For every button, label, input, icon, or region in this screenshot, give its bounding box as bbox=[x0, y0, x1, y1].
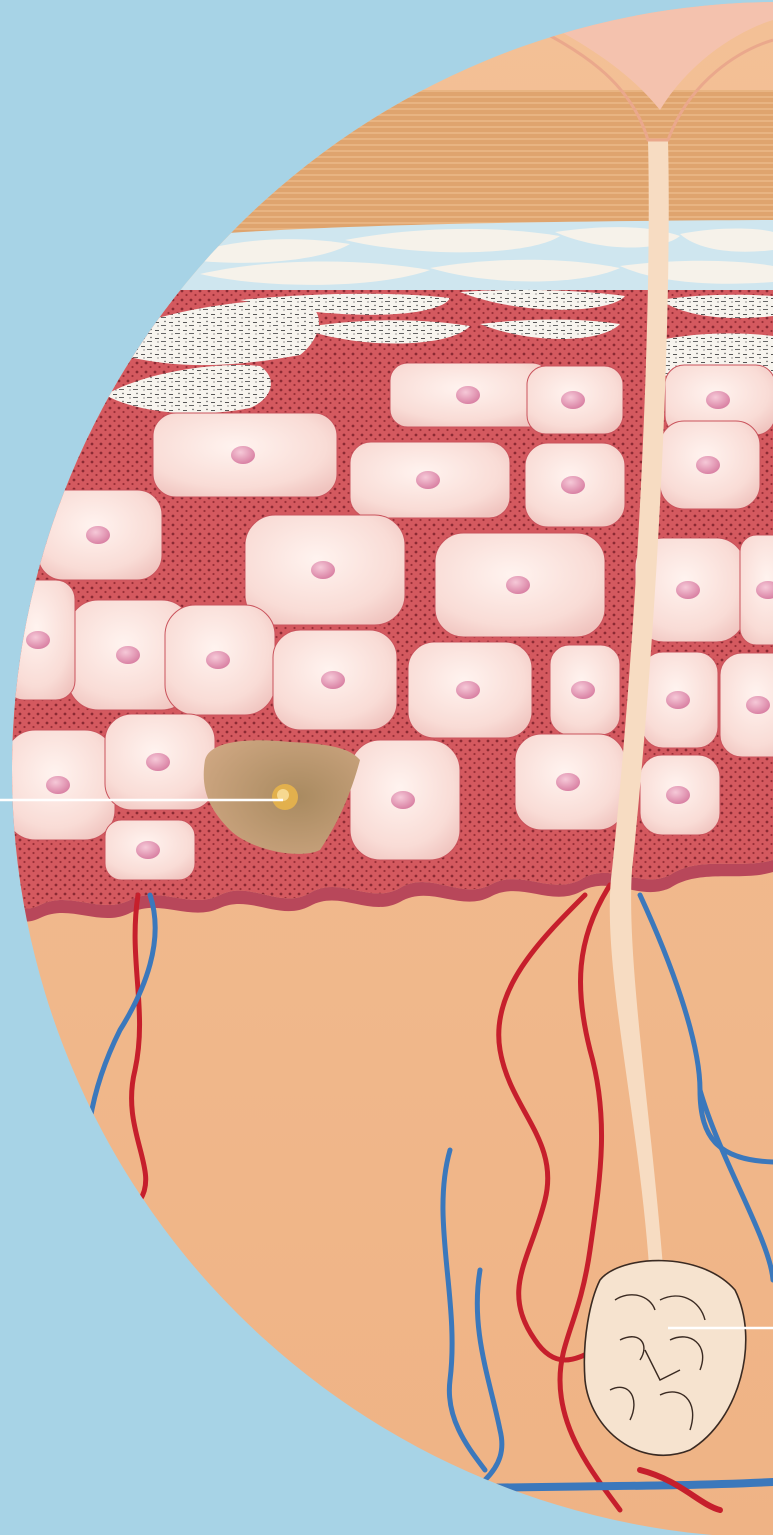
cell-nucleus bbox=[391, 791, 415, 809]
cell-nucleus bbox=[506, 576, 530, 594]
cell-nucleus bbox=[456, 681, 480, 699]
cell-nucleus bbox=[46, 776, 70, 794]
cell-nucleus bbox=[146, 753, 170, 771]
cell-nucleus bbox=[26, 631, 50, 649]
cell-nucleus bbox=[571, 681, 595, 699]
cell-nucleus bbox=[666, 786, 690, 804]
cell-nucleus bbox=[136, 841, 160, 859]
cell-nucleus bbox=[561, 391, 585, 409]
cell-nucleus bbox=[206, 651, 230, 669]
cell-nucleus bbox=[86, 526, 110, 544]
cell-nucleus bbox=[706, 391, 730, 409]
cell-nucleus bbox=[456, 386, 480, 404]
cell-nucleus bbox=[116, 646, 140, 664]
cell-nucleus bbox=[676, 581, 700, 599]
cell-nucleus bbox=[556, 773, 580, 791]
cell-nucleus bbox=[666, 691, 690, 709]
cell-nucleus bbox=[696, 456, 720, 474]
cell-nucleus bbox=[231, 446, 255, 464]
cell-nucleus bbox=[321, 671, 345, 689]
cell-nucleus bbox=[561, 476, 585, 494]
cell-nucleus bbox=[746, 696, 770, 714]
cell-nucleus bbox=[311, 561, 335, 579]
cell-nucleus bbox=[416, 471, 440, 489]
